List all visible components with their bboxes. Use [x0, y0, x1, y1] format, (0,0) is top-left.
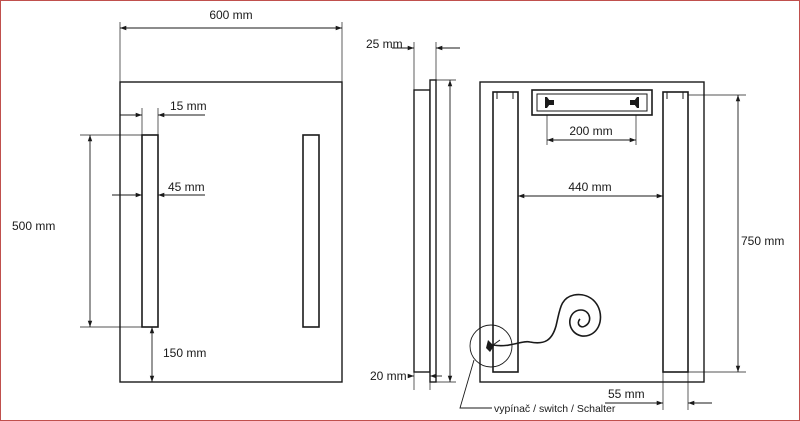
switch-callout-leader	[459, 359, 492, 409]
dim-bottom-gap: 150 mm	[163, 346, 206, 360]
back-left-profile	[492, 91, 519, 373]
side-glass	[429, 79, 437, 383]
dim-depth-top: 25 mm	[366, 37, 403, 51]
dim-inner-width: 440 mm	[568, 180, 611, 194]
dim-bracket-width: 200 mm	[569, 124, 612, 138]
switch-icon	[486, 339, 501, 352]
dim-strip-width: 45 mm	[168, 180, 205, 194]
dim-total-height: 750 mm	[741, 234, 784, 248]
dim-strip-offset: 15 mm	[170, 99, 207, 113]
dim-front-width: 600 mm	[209, 8, 252, 22]
dim-depth-bottom: 20 mm	[370, 369, 407, 383]
right-light-strip	[302, 134, 320, 328]
back-right-profile	[662, 91, 689, 373]
side-body	[413, 89, 431, 373]
dim-strip-height: 500 mm	[12, 219, 55, 233]
mounting-bracket	[531, 89, 653, 116]
bracket-screw-left-icon	[545, 97, 554, 108]
front-view: 600 mm 15 mm 45 mm 500 mm 150 mm	[12, 8, 343, 383]
back-view: 200 mm 440 mm 750 mm 55 mm vypínač / swi…	[459, 81, 784, 415]
dim-side-margin: 55 mm	[608, 387, 645, 401]
switch-callout-label: vypínač / switch / Schalter	[494, 403, 616, 415]
bracket-screw-right-icon	[630, 97, 639, 108]
mirror-front-panel	[119, 81, 343, 383]
side-view: 25 mm 20 mm	[366, 37, 460, 390]
power-cable	[492, 293, 602, 347]
switch-callout-circle	[469, 324, 513, 368]
